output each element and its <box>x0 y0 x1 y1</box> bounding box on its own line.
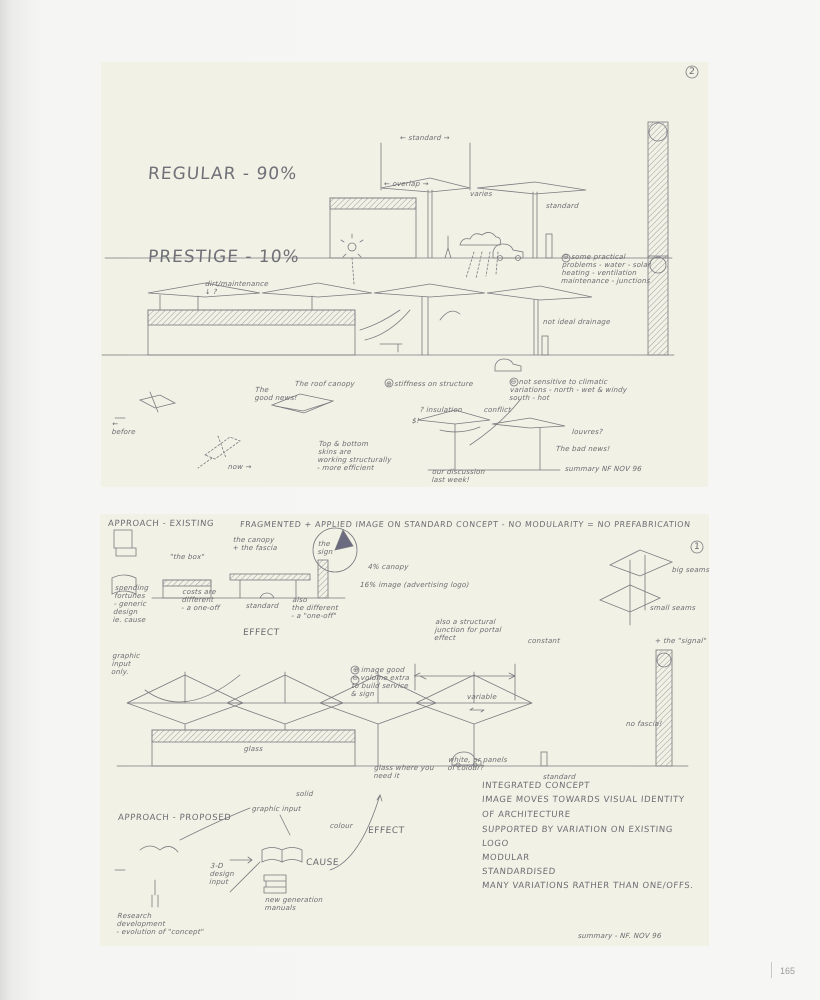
white-panels-note: white, or panels of colour? <box>447 756 508 772</box>
proposed-approach-sketch <box>114 794 383 908</box>
concept-line: MANY VARIATIONS RATHER THAN ONE/OFFS. <box>481 881 694 891</box>
varies-label: varies <box>469 190 493 198</box>
top-notes-sketches <box>114 377 566 471</box>
regular-title: REGULAR - 90% <box>147 164 298 184</box>
approach-proposed-title: APPROACH - PROPOSED <box>117 813 232 823</box>
glass-need-note: glass where you need it <box>373 764 435 780</box>
umbrella-mast <box>415 671 533 767</box>
no-fascia-note: no fascia! <box>625 720 663 728</box>
existing-approach-sketch <box>111 527 704 626</box>
umbrella-canopy <box>226 702 344 725</box>
stiffness-note: ⊕ stiffness on structure <box>385 380 474 388</box>
graphic-only-note: graphic input only. <box>111 652 141 676</box>
the-box-label: "the box" <box>169 553 206 561</box>
headline: FRAGMENTED + APPLIED IMAGE ON STANDARD C… <box>239 520 692 529</box>
concept-line: OF ARCHITECTURE <box>481 810 571 820</box>
solid-label: solid <box>295 790 314 798</box>
constant-label: constant <box>527 637 561 645</box>
effect-top-label: EFFECT <box>242 628 280 638</box>
effect-bottom-label: EFFECT <box>367 826 405 836</box>
conflict-note: conflict <box>483 406 512 414</box>
before-label: ← before <box>111 420 136 436</box>
dirt-maintenance-note: dirt/maintenance ↓ ? <box>204 280 269 296</box>
cause-label: CAUSE <box>305 858 340 868</box>
canopy-fascia-label: the canopy + the fascia <box>232 536 278 552</box>
top-sketch-sheet <box>101 62 708 487</box>
practical-problems-note: ⊖ some practical problems - water - sola… <box>560 253 652 285</box>
also-different-note: also the different - a "one-off" <box>291 596 339 620</box>
umbrella-mast <box>226 671 344 731</box>
variable-label: variable <box>466 693 498 701</box>
structural-note: also a structural junction for portal ef… <box>434 618 502 642</box>
top-summary-signature: summary NF NOV 96 <box>564 465 643 473</box>
pie-image-label: 16% image (advertising logo) <box>359 581 470 589</box>
sheet-number-2: 2 <box>688 67 696 77</box>
image-good-note: ⊕ image good ⊖ volume extra to build ser… <box>350 666 410 698</box>
research-note: Research development - evolution of "con… <box>116 912 205 936</box>
concept-line: SUPPORTED BY VARIATION ON EXISTING <box>481 825 674 835</box>
umbrella-canopy <box>319 702 437 725</box>
umbrella-mast <box>319 671 437 767</box>
discussion-note: our discussion last week! <box>431 468 486 484</box>
standard-right-label: standard <box>542 773 577 781</box>
sign-label: the sign <box>317 540 334 556</box>
glass-label: glass <box>243 745 264 753</box>
pie-canopy-label: 4% canopy <box>367 563 409 571</box>
standard-span-label: ← standard → <box>399 134 451 142</box>
louvres-note: louvres? <box>571 428 604 436</box>
overlap-label: ← overlap → <box>383 180 429 188</box>
concept-line: LOGO <box>481 839 510 849</box>
insulation-note: ? insulation <box>419 406 463 414</box>
roof-canopy-label: The roof canopy <box>294 380 356 388</box>
graphic-input-label: graphic input <box>251 805 302 813</box>
standard-small-label: standard <box>245 602 280 610</box>
prestige-elevation <box>101 232 675 372</box>
concept-line: INTEGRATED CONCEPT <box>481 781 591 791</box>
concept-line: MODULAR <box>481 853 531 863</box>
concept-line: IMAGE MOVES TOWARDS VISUAL IDENTITY <box>481 795 685 805</box>
new-manuals-note: new generation manuals <box>264 896 324 912</box>
costs-note: costs are different - a one-off <box>181 588 220 612</box>
sheet-number-1: 1 <box>693 542 701 552</box>
drainage-note: not ideal drainage <box>542 318 611 326</box>
page-number: 165 <box>780 966 796 976</box>
umbrella-canopy <box>415 702 533 725</box>
good-news-note: The good news! <box>254 386 298 402</box>
fortunes-note: spending fortunes - generic design ie. c… <box>112 584 150 624</box>
bad-news-note: The bad news! <box>555 445 611 453</box>
regular-elevation <box>104 65 699 261</box>
small-seams-label: small seams <box>649 604 697 612</box>
bottom-summary-signature: summary - NF. NOV 96 <box>577 932 662 940</box>
prestige-title: PRESTIGE - 10% <box>147 247 301 267</box>
integrated-concept-elevation <box>116 649 689 768</box>
colour-label: colour <box>329 822 354 830</box>
signal-label: + the "signal" <box>654 637 708 645</box>
integrated-concept-list: INTEGRATED CONCEPT IMAGE MOVES TOWARDS V… <box>482 781 694 891</box>
approach-existing-title: APPROACH - EXISTING <box>107 519 215 529</box>
cost-note: $! <box>411 417 420 425</box>
now-label: now → <box>227 463 252 471</box>
page-number-divider <box>771 962 772 978</box>
umbrella-mast <box>126 671 244 731</box>
big-seams-label: big seams <box>671 566 710 574</box>
standard-label: standard <box>545 202 580 210</box>
climatic-note: ⊖ not sensitive to climatic variations -… <box>509 378 628 402</box>
skins-note: Top & bottom skins are working structura… <box>316 440 392 472</box>
design-input-note: 3-D design input <box>209 862 235 886</box>
umbrella-canopy <box>126 702 244 725</box>
concept-line: STANDARDISED <box>481 867 557 877</box>
